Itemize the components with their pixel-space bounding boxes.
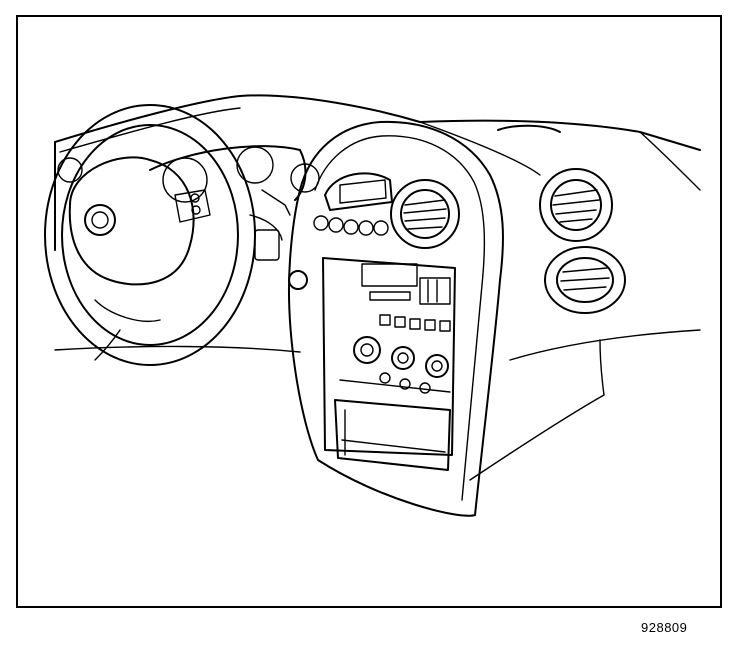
instrument-cluster (57, 145, 320, 261)
preset-buttons (379, 314, 451, 332)
air-vent-icon (544, 246, 626, 314)
radio-icon (322, 257, 456, 471)
figure-number: 928809 (641, 620, 688, 635)
dashboard-top (54, 94, 701, 481)
gauge-buttons (313, 215, 389, 236)
steering-wheel-icon (44, 104, 256, 366)
knob-icon (353, 336, 449, 394)
air-vent-icon (539, 168, 613, 242)
center-console (288, 120, 504, 517)
air-vent-icon (390, 179, 460, 249)
figure-border (16, 15, 722, 608)
